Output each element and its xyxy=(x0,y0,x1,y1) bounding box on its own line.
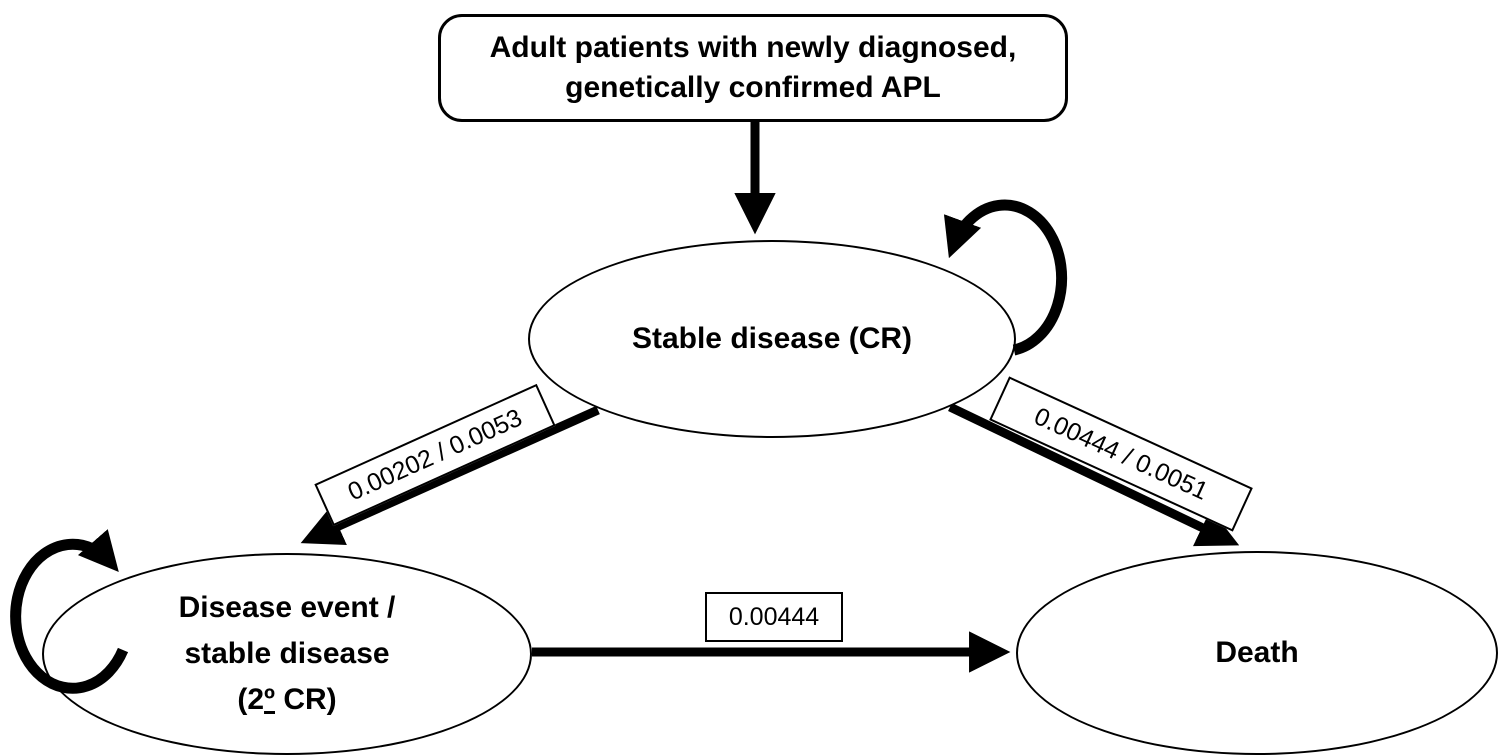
state-death: Death xyxy=(1016,551,1498,755)
arrow-stable-to-disease-event xyxy=(300,405,600,546)
entry-box-line2: genetically confirmed APL xyxy=(565,71,941,104)
state-disease-event: Disease event / stable disease (2º CR) xyxy=(42,553,532,755)
state-disease-event-label-line3: (2º CR) xyxy=(237,677,336,723)
self-loop-stable-disease xyxy=(943,199,1068,356)
entry-box-line1: Adult patients with newly diagnosed, xyxy=(489,31,1017,64)
ordinal-indicator: º xyxy=(264,683,275,716)
probability-label-disease-event-to-death: 0.00444 xyxy=(705,592,843,642)
state-disease-event-label-line3-suffix: CR) xyxy=(275,683,337,716)
state-disease-event-label-line3-prefix: (2 xyxy=(237,683,265,716)
state-disease-event-label-line1: Disease event / xyxy=(178,591,396,624)
arrow-stable-to-death xyxy=(948,402,1240,547)
state-disease-event-label-line2: stable disease xyxy=(184,637,390,670)
state-death-label: Death xyxy=(1215,636,1299,669)
entry-population-box: Adult patients with newly diagnosed, gen… xyxy=(438,14,1068,122)
self-loop-disease-event xyxy=(10,529,129,694)
state-stable-disease-label: Stable disease (CR) xyxy=(631,322,913,355)
state-stable-disease: Stable disease (CR) xyxy=(528,240,1016,438)
